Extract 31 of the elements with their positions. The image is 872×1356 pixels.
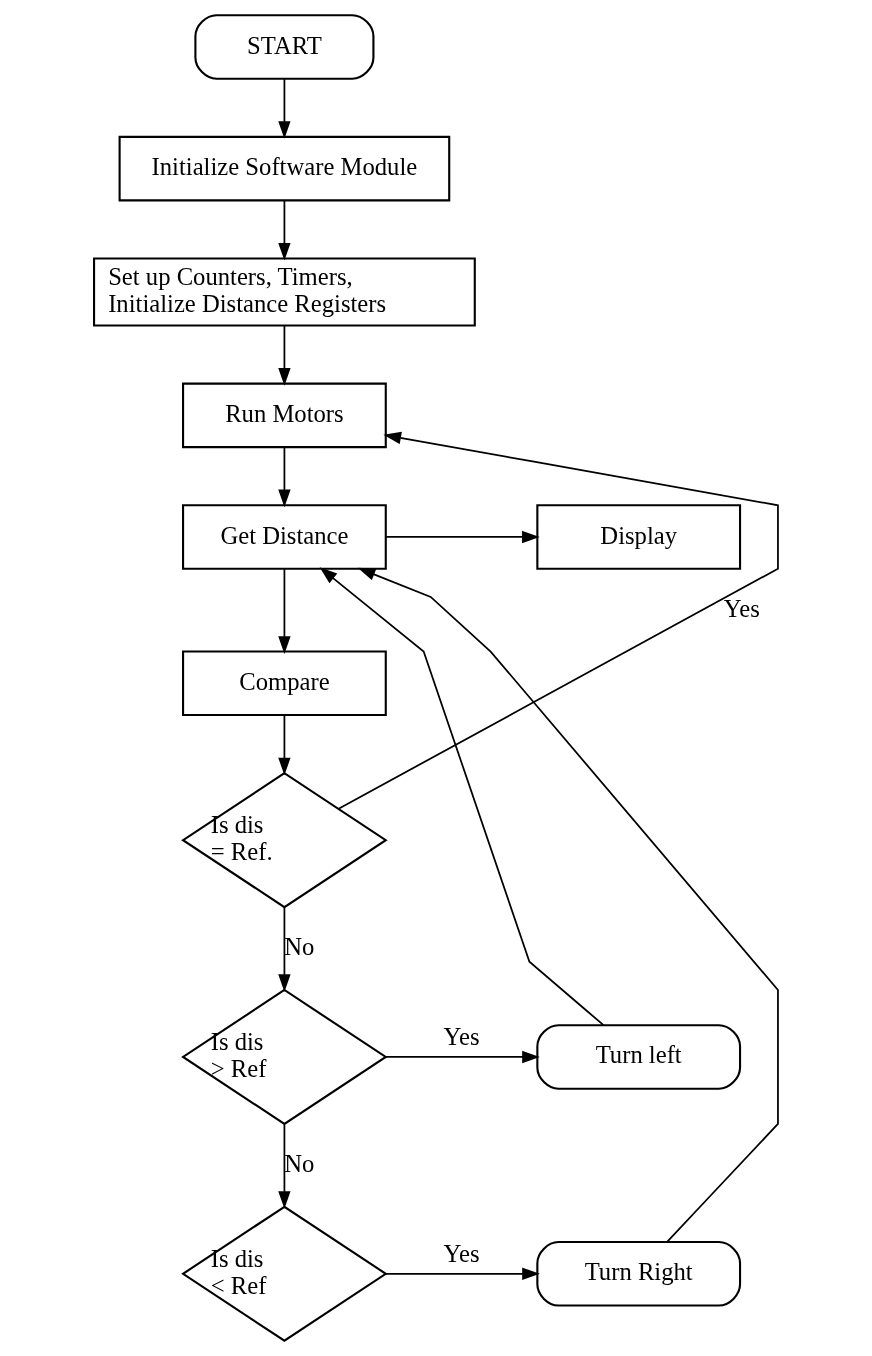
arrow <box>319 567 605 1026</box>
arrow <box>278 78 291 139</box>
arrow <box>278 1123 291 1209</box>
node-diamond: Is dis < Ref <box>181 1205 388 1343</box>
edge-label: Yes <box>723 594 760 622</box>
arrow <box>278 714 291 776</box>
arrow <box>385 530 540 544</box>
arrow <box>278 446 291 508</box>
node-box: START <box>194 14 375 80</box>
node-box: Display <box>536 504 742 570</box>
node-box: Run Motors <box>182 382 387 449</box>
arrow <box>278 199 291 261</box>
node-box: Initialize Software Module <box>118 135 451 202</box>
edge-label: No <box>284 933 315 961</box>
arrow <box>385 1267 540 1280</box>
arrow <box>278 325 291 386</box>
arrow <box>385 1050 540 1064</box>
node-box: Compare <box>182 650 387 717</box>
node-box: Turn left <box>536 1024 742 1090</box>
node-diamond: Is dis = Ref. <box>181 771 388 909</box>
arrow <box>278 906 291 992</box>
node-box: Set up Counters, Timers, Initialize Distance Registers <box>93 257 476 327</box>
arrow <box>337 431 779 810</box>
node-box: Turn Right <box>536 1241 742 1307</box>
node-box: Get Distance <box>182 504 387 570</box>
arrow <box>278 568 291 654</box>
edge-label: Yes <box>443 1239 480 1267</box>
edge-label: Yes <box>443 1022 480 1050</box>
edge-label: No <box>284 1149 315 1177</box>
arrow <box>357 567 779 1243</box>
node-diamond: Is dis > Ref <box>181 988 388 1126</box>
